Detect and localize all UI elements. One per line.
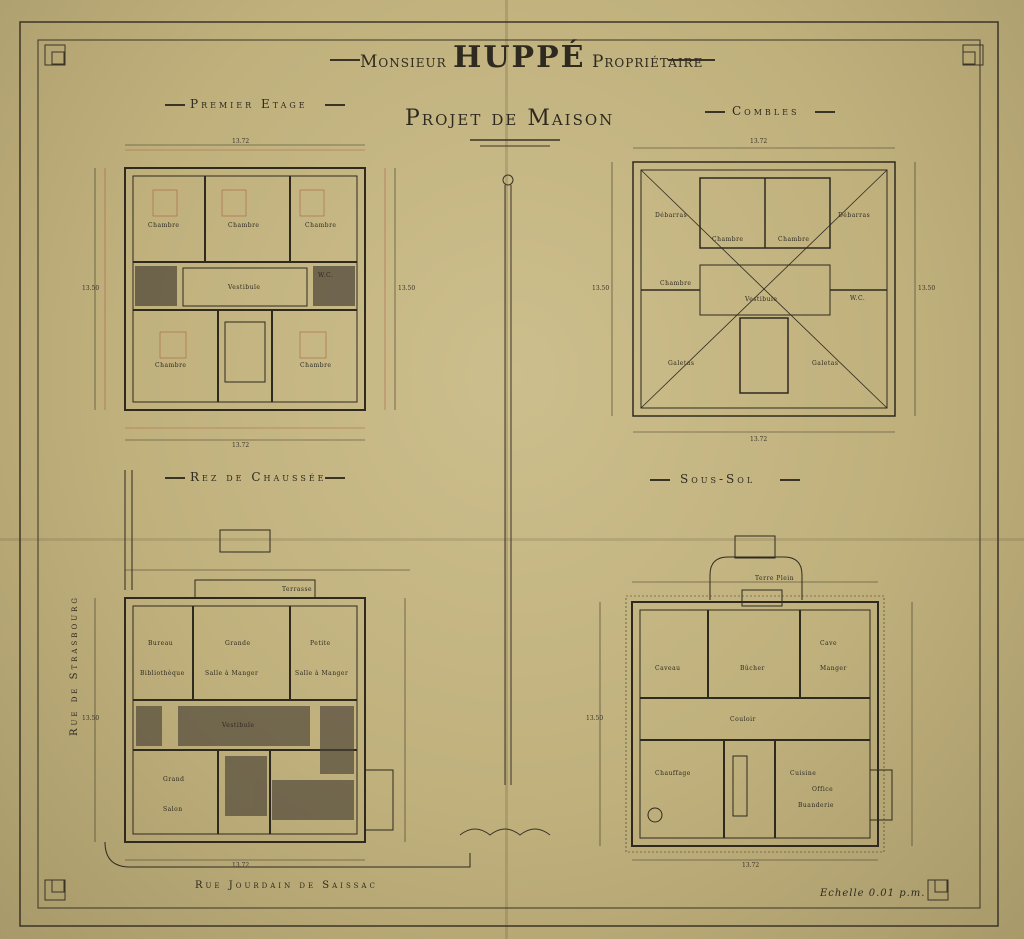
owner-title: Monsieur HUPPÉ Propriétaire: [360, 40, 703, 75]
room-label: Grand: [163, 776, 185, 783]
room-label: Salle à Manger: [295, 670, 349, 677]
room-label: Chambre: [155, 362, 187, 369]
dim-label: 13.72: [742, 862, 760, 869]
fold-line-horizontal: [0, 538, 1024, 541]
dim-label: 13.50: [918, 285, 936, 292]
room-label: Couloir: [730, 716, 756, 723]
room-label: Office: [812, 786, 834, 793]
dim-label: 13.50: [82, 285, 100, 292]
room-label: Chambre: [228, 222, 260, 229]
dim-label: 13.50: [398, 285, 416, 292]
room-label: Manger: [820, 665, 847, 672]
room-label: Chambre: [148, 222, 180, 229]
room-label: Vestibule: [745, 296, 778, 303]
room-label: Débarras: [838, 212, 871, 219]
room-label: Cave: [820, 640, 838, 647]
dim-label: 13.72: [232, 138, 250, 145]
dim-label: 13.72: [232, 442, 250, 449]
street-bottom-label: Rue Jourdain de Saissac: [195, 880, 378, 891]
room-label: Chambre: [778, 236, 810, 243]
street-left-label: Rue de Strasbourg: [69, 594, 81, 737]
room-label: Galetas: [668, 360, 695, 367]
room-label: Chambre: [305, 222, 337, 229]
scale-label: Echelle 0.01 p.m.: [820, 888, 926, 899]
project-title: Projet de Maison: [405, 106, 615, 131]
room-label: Bûcher: [740, 665, 765, 672]
room-label: Buanderie: [798, 802, 834, 809]
room-label: Terrasse: [282, 586, 313, 593]
room-label: Caveau: [655, 665, 681, 672]
owner-suffix: Propriétaire: [591, 52, 704, 72]
ground-floor-title: Rez de Chaussée: [190, 470, 327, 484]
room-label: Chambre: [712, 236, 744, 243]
owner-prefix: Monsieur: [360, 52, 447, 72]
dim-label: 13.72: [232, 862, 250, 869]
room-label: Vestibule: [228, 284, 261, 291]
fold-line-vertical: [505, 0, 508, 939]
room-label: Débarras: [655, 212, 688, 219]
attic-title: Combles: [732, 104, 800, 118]
room-label: W.C.: [850, 295, 866, 302]
room-label: Salon: [163, 806, 183, 813]
room-label: Bibliothèque: [140, 670, 185, 677]
room-label: Chauffage: [655, 770, 691, 777]
room-label: Cuisine: [790, 770, 817, 777]
room-label: Salle à Manger: [205, 670, 259, 677]
dim-label: 13.72: [750, 436, 768, 443]
dim-label: 13.50: [592, 285, 610, 292]
room-label: W.C.: [318, 272, 334, 279]
room-label: Grande: [225, 640, 251, 647]
room-label: Chambre: [660, 280, 692, 287]
room-label: Petite: [310, 640, 331, 647]
room-label: Vestibule: [222, 722, 255, 729]
dim-label: 13.72: [750, 138, 768, 145]
room-label: Chambre: [300, 362, 332, 369]
basement-title: Sous-Sol: [680, 472, 756, 486]
first-floor-title: Premier Etage: [190, 97, 308, 111]
dim-label: 13.50: [82, 715, 100, 722]
room-label: Galetas: [812, 360, 839, 367]
dim-label: 13.50: [586, 715, 604, 722]
owner-name: HUPPÉ: [453, 40, 586, 75]
room-label: Terre Plein: [755, 575, 795, 582]
room-label: Bureau: [148, 640, 174, 647]
